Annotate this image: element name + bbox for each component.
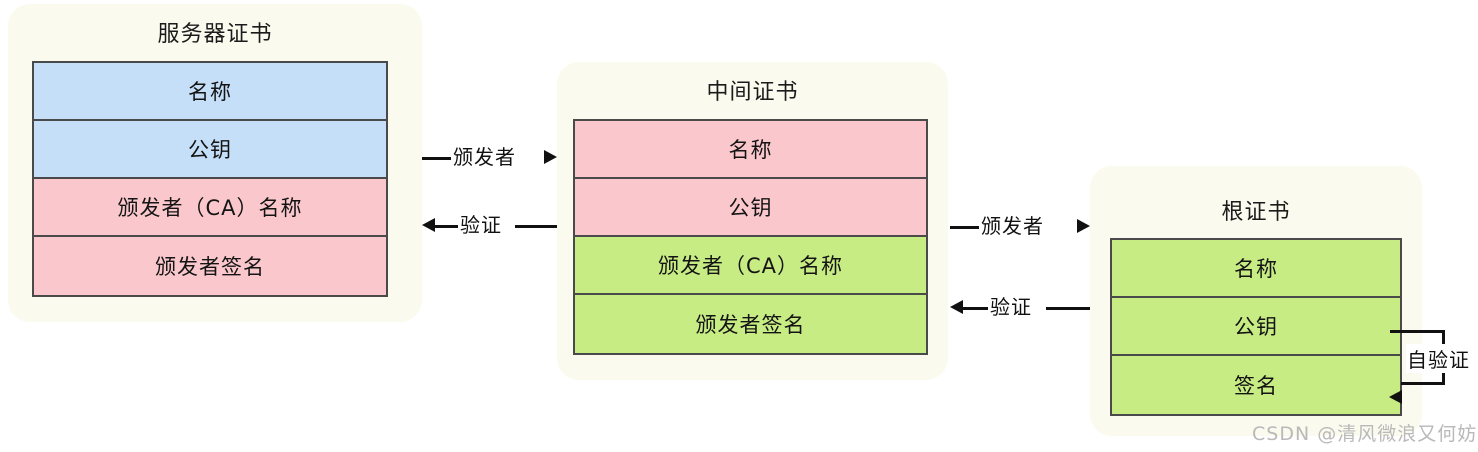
- certificate-fields-table-server: 名称 公钥 颁发者（CA）名称 颁发者签名: [32, 61, 388, 297]
- certificate-field-row: 颁发者（CA）名称: [575, 237, 926, 296]
- certificate-card-root: 根证书 名称 公钥 签名: [1090, 166, 1422, 436]
- certificate-field-row: 公钥: [575, 179, 926, 238]
- certificate-card-server: 服务器证书 名称 公钥 颁发者（CA）名称 颁发者签名: [8, 4, 422, 322]
- certificate-field-row: 名称: [34, 63, 386, 122]
- certificate-field-row: 颁发者（CA）名称: [34, 179, 386, 238]
- certificate-field-row: 名称: [1112, 240, 1400, 299]
- connector-line: [950, 226, 982, 229]
- connector-label: 颁发者: [451, 142, 518, 172]
- certificate-field-row: 公钥: [1112, 298, 1400, 357]
- certificate-field-row: 公钥: [34, 121, 386, 180]
- certificate-field-row: 颁发者签名: [34, 237, 386, 296]
- arrowhead-right-icon: [1077, 219, 1090, 233]
- connector-line: [1046, 307, 1090, 310]
- certificate-title-intermediate: 中间证书: [706, 80, 799, 105]
- certificate-fields-table-intermediate: 名称 公钥 颁发者（CA）名称 颁发者签名: [573, 119, 928, 355]
- arrowhead-left-icon: [1389, 390, 1402, 404]
- self-loop-bottom-segment: [1401, 382, 1445, 385]
- connector-label: 验证: [988, 292, 1034, 322]
- self-loop-label: 自验证: [1406, 344, 1471, 373]
- connector-label: 颁发者: [979, 211, 1046, 241]
- certificate-field-row: 签名: [1112, 356, 1400, 415]
- arrowhead-left-icon: [950, 300, 963, 314]
- arrowhead-right-icon: [544, 150, 557, 164]
- certificate-card-intermediate: 中间证书 名称 公钥 颁发者（CA）名称 颁发者签名: [557, 62, 948, 380]
- arrowhead-left-icon: [422, 218, 435, 232]
- certificate-field-row: 名称: [575, 121, 926, 180]
- connector-line: [962, 307, 988, 310]
- connector-line: [515, 225, 557, 228]
- certificate-title-root: 根证书: [1221, 200, 1291, 225]
- watermark-text: CSDN @清风微浪又何妨: [1252, 423, 1478, 445]
- certificate-fields-table-root: 名称 公钥 签名: [1110, 238, 1402, 416]
- self-loop-top-segment: [1390, 330, 1445, 333]
- connector-label: 验证: [458, 210, 504, 240]
- connector-line: [422, 157, 454, 160]
- certificate-field-row: 颁发者签名: [575, 295, 926, 354]
- certificate-title-server: 服务器证书: [157, 22, 273, 47]
- connector-line: [434, 225, 458, 228]
